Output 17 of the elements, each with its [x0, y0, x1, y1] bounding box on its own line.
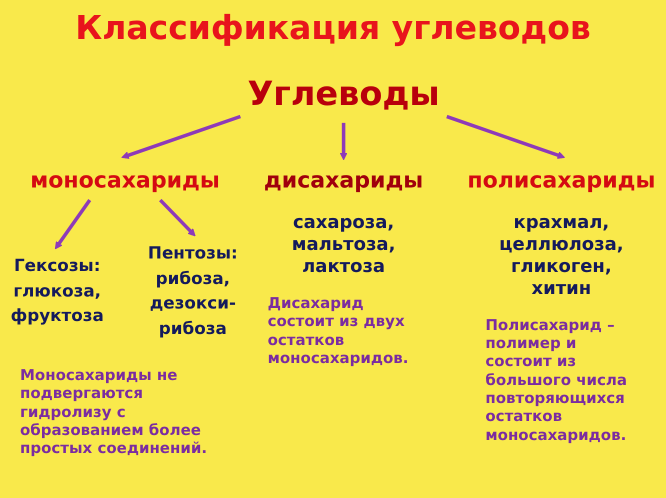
node-text: Углеводы	[247, 74, 440, 114]
example-list: крахмал, целлюлоза, гликоген, хитин	[486, 212, 636, 300]
arrow	[446, 114, 566, 159]
node-text: дисахариды	[264, 166, 424, 193]
example-list: сахароза, мальтоза, лактоза	[278, 212, 409, 278]
arrow	[159, 198, 196, 236]
node-text: полисахариды	[467, 166, 656, 193]
definition-text: Полисахарид – полимер и состоит из большого числа повторяющихся остатков моносахаридов.	[485, 316, 628, 444]
arrow	[121, 114, 241, 159]
node-text: Пентозы: рибоза, дезокси- рибоза	[148, 243, 238, 338]
definition-text: Дисахарид состоит из двух остатков моносахаридов.	[268, 294, 410, 368]
node-text: Гексозы: глюкоза, фруктоза	[10, 256, 104, 326]
arrow	[340, 122, 348, 160]
arrow	[54, 199, 92, 250]
title: Классификация углеводов	[74, 8, 592, 47]
definition-text: Моносахариды не подвергаются гидролизу с образованием более простых соединений.	[20, 366, 208, 458]
node-text: моносахариды	[30, 166, 220, 193]
